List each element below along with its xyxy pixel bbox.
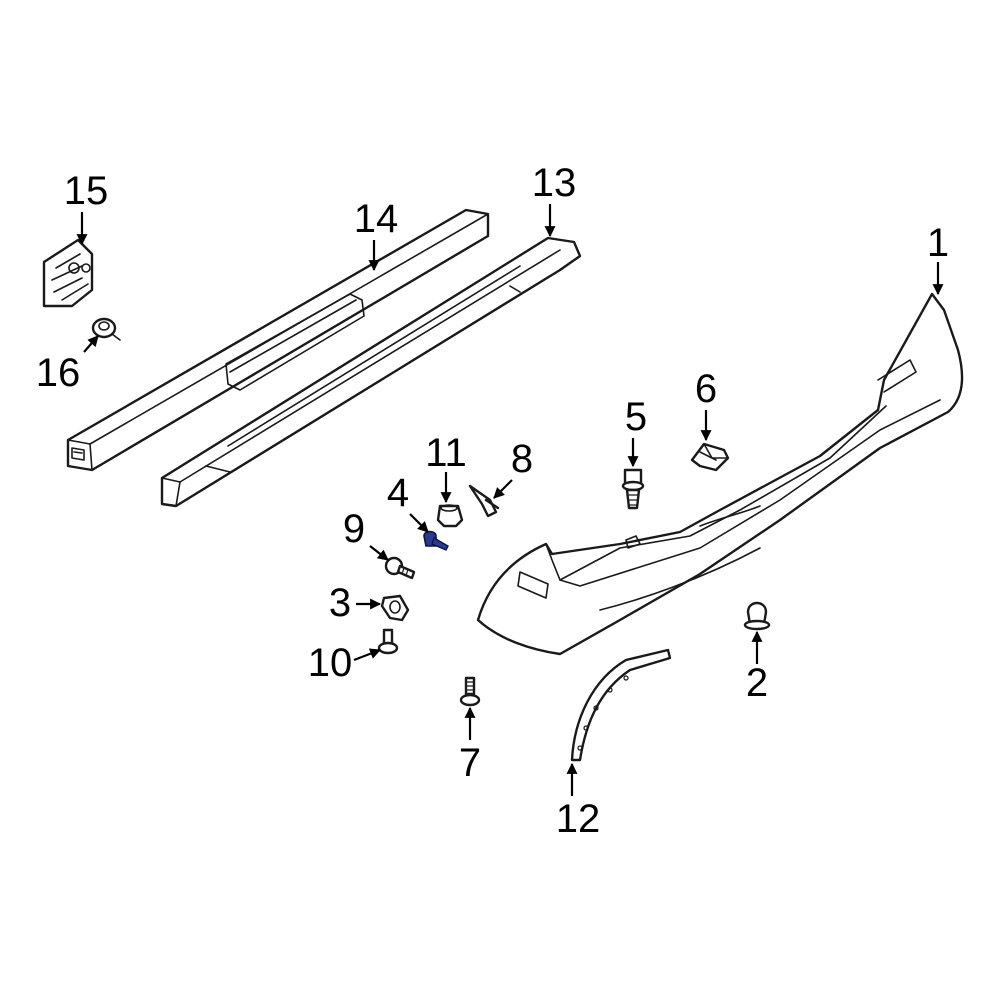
part-9-bolt[interactable] <box>384 556 416 580</box>
callout-labels: 1 2 3 4 5 6 7 8 9 10 11 12 13 14 15 16 <box>36 161 949 841</box>
part-3-nut[interactable] <box>380 594 410 622</box>
part-15-bracket[interactable] <box>42 238 94 308</box>
callout-11: 11 <box>425 431 467 475</box>
part-13-absorber[interactable] <box>160 236 582 508</box>
callout-1: 1 <box>927 221 949 265</box>
leader-16 <box>83 335 99 353</box>
callout-5: 5 <box>625 395 647 439</box>
part-5-bolt[interactable] <box>621 468 645 510</box>
part-8-pin[interactable] <box>468 484 500 518</box>
callout-15: 15 <box>64 169 109 213</box>
callout-4: 4 <box>387 471 409 515</box>
part-6-retainer[interactable] <box>690 442 730 472</box>
callout-6: 6 <box>695 367 717 411</box>
part-10-screw[interactable] <box>377 628 399 655</box>
callout-14: 14 <box>354 197 399 241</box>
callout-13: 13 <box>532 161 577 205</box>
part-7-screw[interactable] <box>459 676 481 707</box>
part-14-reinforcement[interactable] <box>66 208 490 472</box>
leader-4 <box>409 513 429 533</box>
callout-7: 7 <box>459 741 481 785</box>
part-4-fastener-highlighted[interactable] <box>423 530 449 551</box>
callout-16: 16 <box>36 351 81 395</box>
part-2-clip[interactable] <box>743 601 771 631</box>
callout-8: 8 <box>511 437 533 481</box>
part-16-nut[interactable] <box>91 317 121 341</box>
callout-10: 10 <box>308 641 353 685</box>
callout-2: 2 <box>746 661 768 705</box>
callout-12: 12 <box>556 797 601 841</box>
callout-3: 3 <box>329 581 351 625</box>
leader-9 <box>369 545 389 561</box>
leader-lines <box>76 204 944 796</box>
part-11-grommet[interactable] <box>436 504 464 528</box>
part-12-strip[interactable] <box>570 648 672 762</box>
part-1-bumper-cover[interactable] <box>476 292 964 656</box>
leader-8 <box>493 479 513 499</box>
leader-10 <box>353 648 382 662</box>
callout-9: 9 <box>343 507 365 551</box>
